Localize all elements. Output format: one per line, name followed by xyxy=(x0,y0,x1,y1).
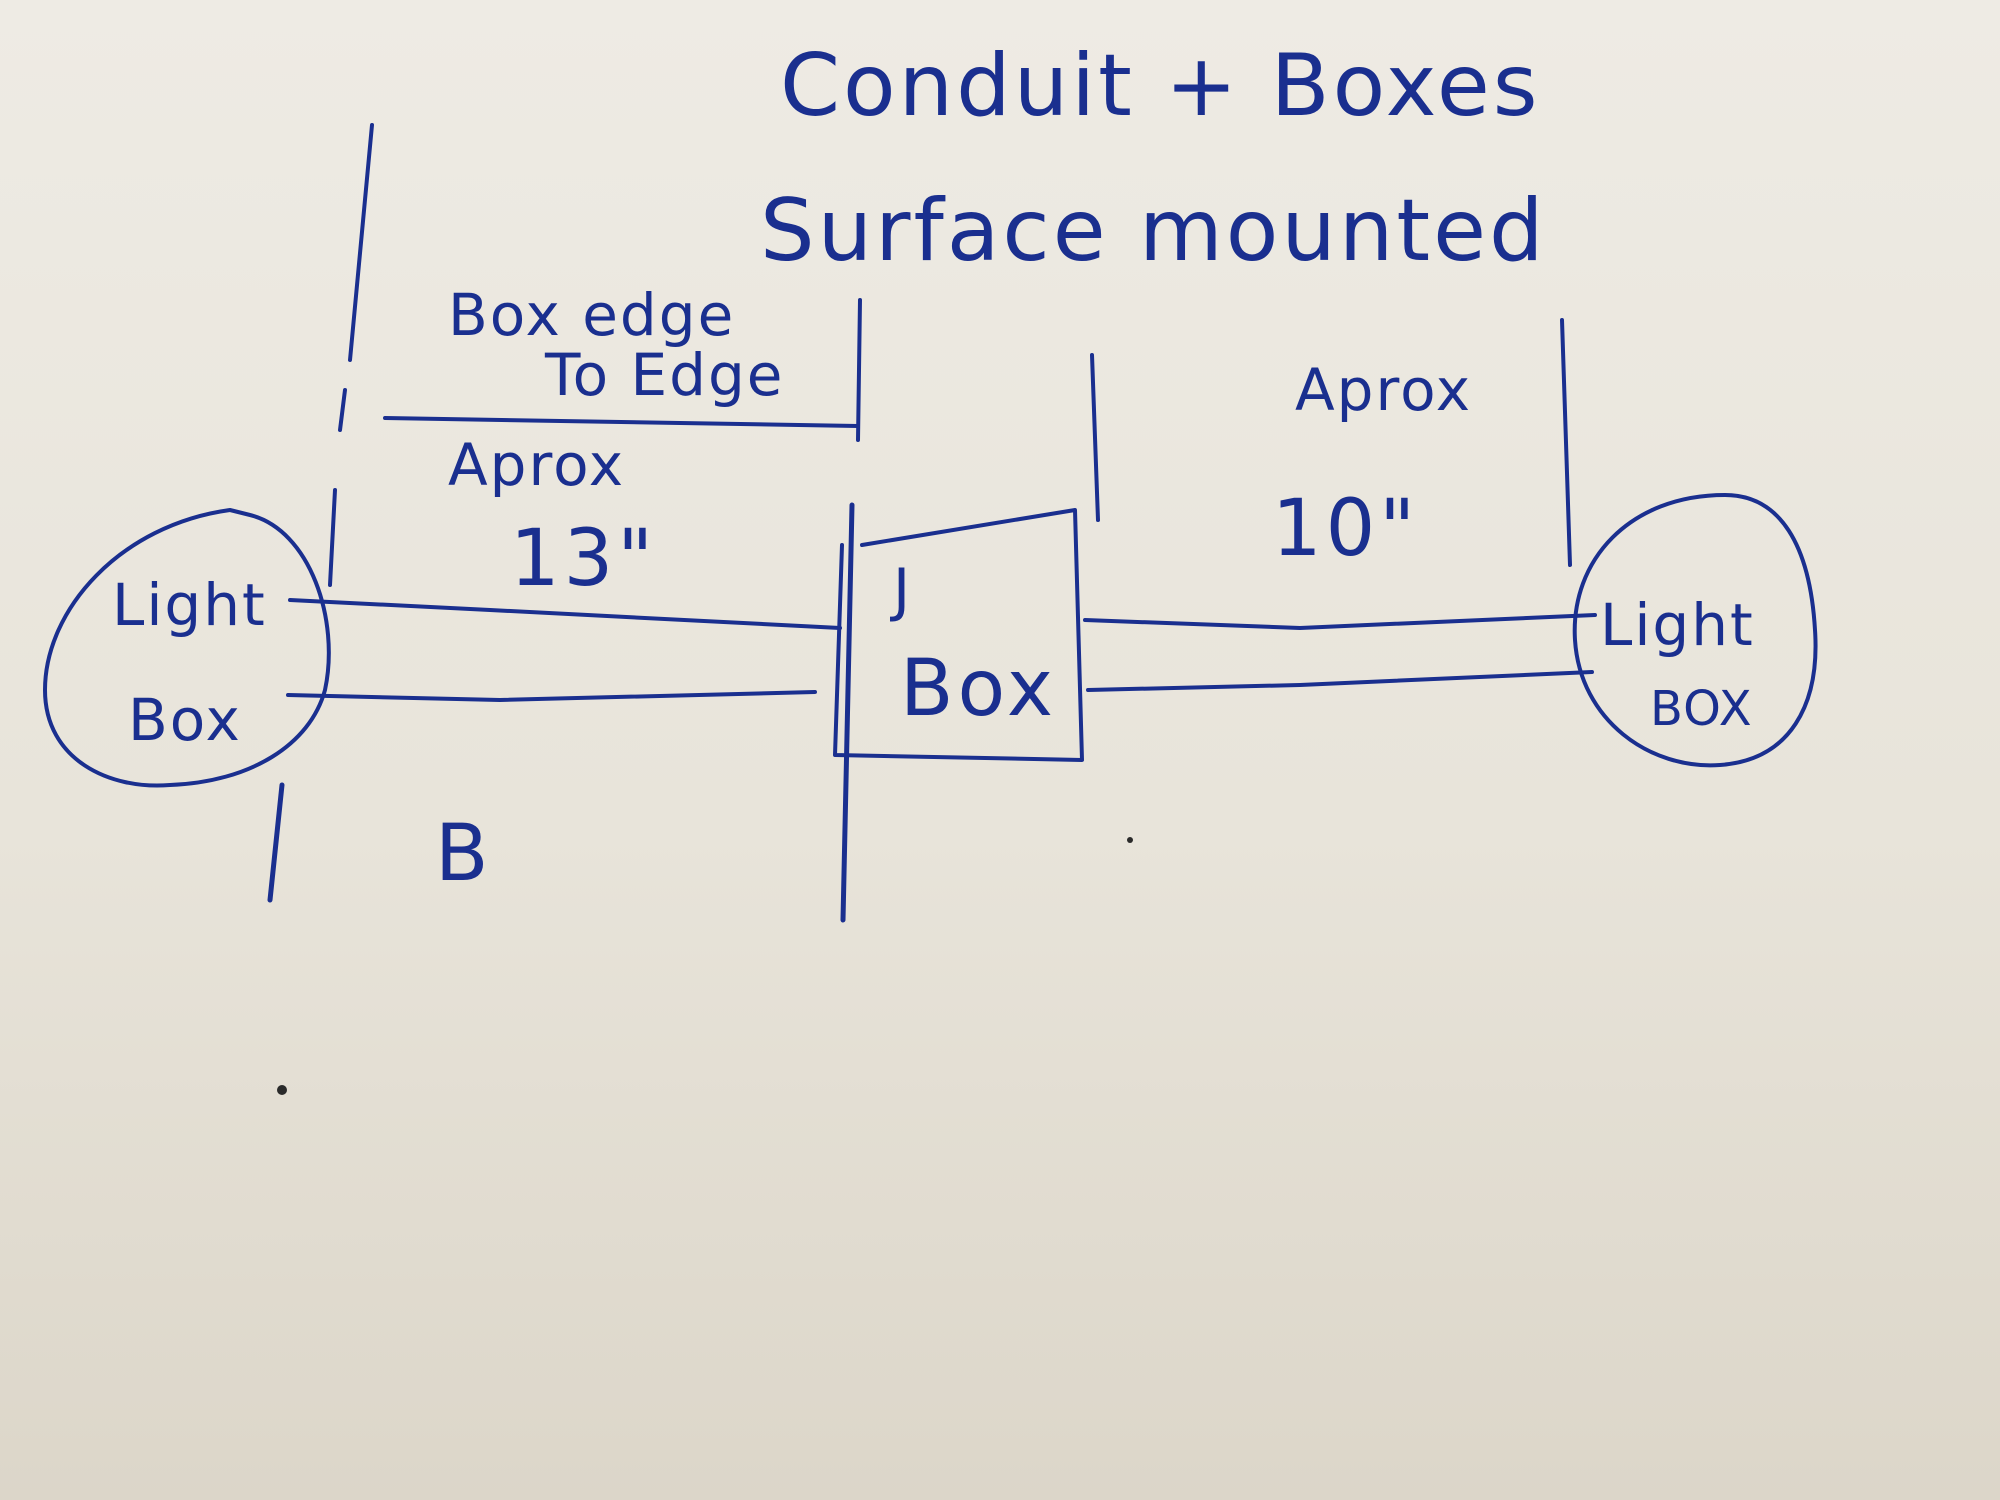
left-dimension-end-tick xyxy=(856,298,862,442)
junction-box-outline xyxy=(833,508,1084,762)
right-span-measurement: 10" xyxy=(1272,484,1419,574)
left-light-box-line2: Box xyxy=(128,686,242,754)
ink-dot xyxy=(1127,837,1133,843)
left-edge-tick-low xyxy=(328,488,337,587)
right-conduit-upper xyxy=(1083,613,1597,630)
junction-box-line1: J xyxy=(890,556,912,624)
left-edge-tick-bottom xyxy=(267,782,285,903)
left-edge-tick-top xyxy=(348,123,374,362)
right-light-box-circle xyxy=(1572,493,1818,768)
left-span-approx: Aprox xyxy=(448,431,625,499)
left-span-heading-line1: Box edge xyxy=(448,281,735,349)
section-label-b: B xyxy=(435,809,493,899)
right-conduit-lower xyxy=(1086,670,1594,692)
right-span-approx: Aprox xyxy=(1295,356,1472,424)
left-conduit-lower xyxy=(286,690,817,702)
left-span-measurement: 13" xyxy=(510,514,657,604)
right-light-box-line1: Light xyxy=(1600,591,1755,659)
left-light-box-line1: Light xyxy=(112,571,267,639)
left-light-box-circle xyxy=(43,508,331,788)
left-dimension-line xyxy=(383,416,860,428)
right-span-end-tick xyxy=(1560,318,1572,567)
left-span-heading-line2: To Edge xyxy=(544,341,784,409)
right-span-start-tick xyxy=(1090,353,1100,522)
junction-box-left-edge-line xyxy=(840,502,855,923)
left-edge-tick-mid xyxy=(338,388,347,432)
right-light-box-line2: BOX xyxy=(1650,681,1753,737)
diagram-title-line1: Conduit + Boxes xyxy=(780,36,1541,136)
left-conduit-upper xyxy=(288,598,842,630)
junction-box-line2: Box xyxy=(900,644,1057,734)
ink-dot xyxy=(277,1085,287,1095)
diagram-title-line2: Surface mounted xyxy=(760,181,1547,281)
